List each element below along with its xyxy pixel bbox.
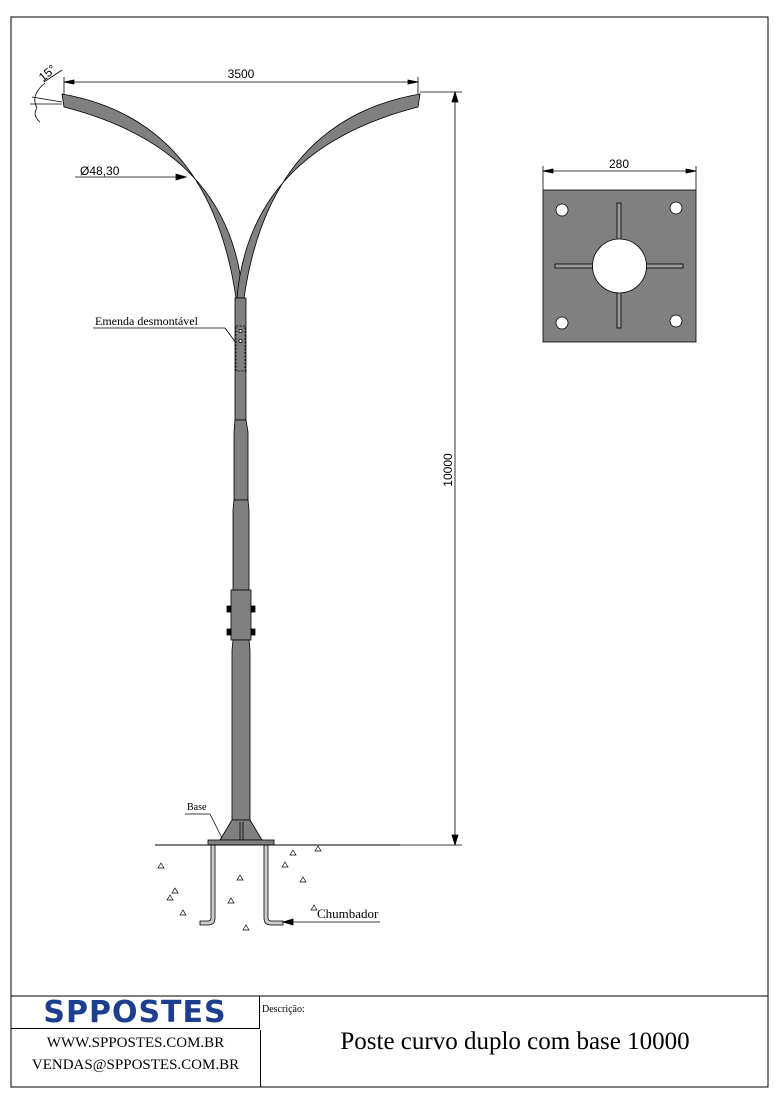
logo-cell: SPPOSTES [11, 994, 260, 1030]
anchor-bolts [199, 844, 284, 926]
email: VENDAS@SPPOSTES.COM.BR [31, 1057, 240, 1073]
pole-shaft [207, 297, 275, 846]
description-label: Descrição: [262, 1004, 305, 1015]
dim-width: 3500 [228, 67, 255, 81]
label-base: Base [187, 802, 207, 813]
label-anchor: Chumbador [317, 906, 379, 921]
base-gusset [219, 819, 263, 841]
joint-sleeve [235, 325, 246, 372]
contact-info: WWW.SPPOSTES.COM.BR VENDAS@SPPOSTES.COM.… [11, 1030, 261, 1087]
website: WWW.SPPOSTES.COM.BR [46, 1035, 225, 1051]
plate-dim: 280 [609, 157, 629, 171]
door-box [230, 589, 252, 641]
dimensions [30, 69, 697, 926]
dim-height: 10000 [441, 453, 455, 487]
dim-angle: 15° [36, 62, 59, 85]
base-plate [207, 839, 275, 846]
base-plate-plan [542, 189, 697, 343]
concrete-hatch [157, 845, 322, 931]
company-logo: SPPOSTES [43, 994, 227, 1030]
sheet-border [10, 16, 769, 1088]
left-arm [61, 93, 244, 299]
right-arm [236, 93, 421, 299]
dim-diameter: Ø48,30 [80, 164, 120, 178]
label-joint: Emenda desmontável [95, 314, 199, 328]
pole-arms [61, 93, 421, 299]
description-title: Poste curvo duplo com base 10000 [340, 1028, 690, 1055]
